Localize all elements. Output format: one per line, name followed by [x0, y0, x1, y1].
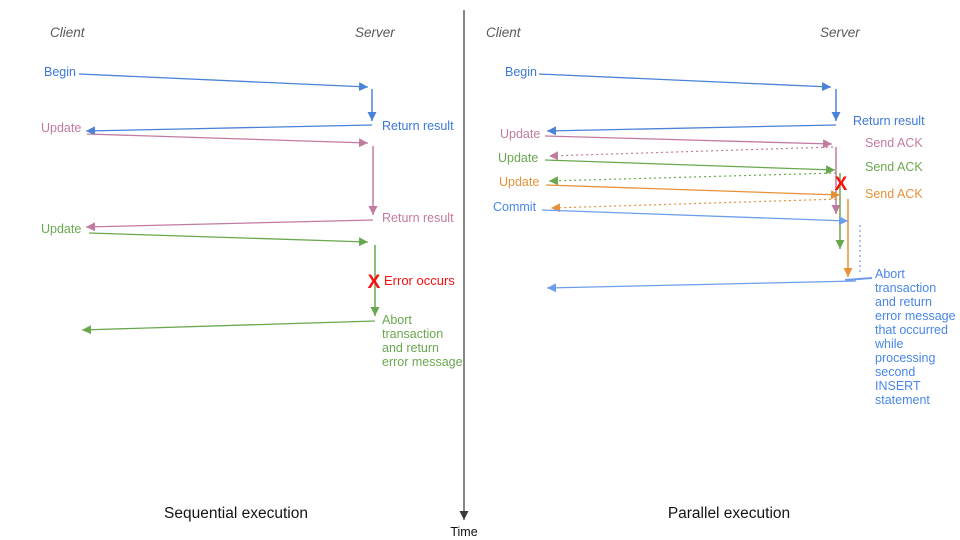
- right-abort-line-4: error message: [875, 309, 956, 323]
- right-begin-label: Begin: [505, 65, 537, 79]
- right-update-1-request-arrow: [544, 135, 833, 149]
- time-axis: Time: [450, 10, 478, 539]
- right-ack-3-dotted-arrow: [550, 198, 842, 213]
- left-abort-line-2: transaction: [382, 327, 443, 341]
- left-update-1-label: Update: [41, 121, 81, 135]
- right-send-ack-3-label: Send ACK: [865, 187, 923, 201]
- right-begin-request-arrow: [538, 73, 832, 92]
- right-error-x-icon: X: [835, 174, 848, 195]
- right-abort-return-arrow: [546, 280, 857, 293]
- left-return-result-2-label: Return result: [382, 211, 454, 225]
- right-abort-line-1: Abort: [875, 267, 905, 281]
- left-update-2-request-arrow: [88, 232, 369, 247]
- left-abort-line-4: error message: [382, 355, 463, 369]
- right-return-result-arrow: [546, 124, 837, 136]
- right-abort-line-9: INSERT: [875, 379, 921, 393]
- right-abort-line-5: that occurred: [875, 323, 948, 337]
- right-update-2-request-arrow: [544, 159, 836, 175]
- sequential-caption: Sequential execution: [164, 505, 308, 522]
- left-error-occurs-label: Error occurs: [384, 273, 455, 288]
- right-transaction-end-tick: [844, 277, 873, 281]
- parallel-diagram: Client Server Begin Return result Update…: [486, 25, 956, 522]
- right-abort-line-10: statement: [875, 393, 930, 407]
- right-abort-line-6: while: [874, 337, 904, 351]
- right-update-3-label: Update: [499, 175, 539, 189]
- right-ack-1-dotted-arrow: [548, 146, 834, 161]
- parallel-caption: Parallel execution: [668, 505, 790, 522]
- right-server-header: Server: [820, 25, 860, 40]
- sequential-diagram: Client Server Begin Return result Update…: [41, 25, 463, 522]
- right-update-1-label: Update: [500, 127, 540, 141]
- left-return-result-2-arrow: [85, 219, 374, 232]
- right-commit-label: Commit: [493, 200, 537, 214]
- left-error-x-icon: X: [368, 272, 381, 293]
- time-axis-label: Time: [450, 525, 477, 539]
- left-abort-line-3: and return: [382, 341, 439, 355]
- left-abort-line-1: Abort: [382, 313, 412, 327]
- left-server-header: Server: [355, 25, 395, 40]
- right-abort-line-7: processing: [875, 351, 935, 365]
- right-client-header: Client: [486, 25, 522, 40]
- right-abort-line-8: second: [875, 365, 915, 379]
- right-return-result-label: Return result: [853, 114, 925, 128]
- left-begin-label: Begin: [44, 65, 76, 79]
- left-client-header: Client: [50, 25, 86, 40]
- right-abort-line-3: and return: [875, 295, 932, 309]
- right-abort-line-2: transaction: [875, 281, 936, 295]
- left-return-result-1-arrow: [85, 124, 373, 136]
- right-send-ack-1-label: Send ACK: [865, 136, 923, 150]
- right-update-2-label: Update: [498, 151, 538, 165]
- right-ack-2-dotted-arrow: [548, 172, 837, 186]
- left-return-result-1-label: Return result: [382, 119, 454, 133]
- right-update-3-request-arrow: [545, 184, 841, 200]
- left-update-1-request-arrow: [86, 133, 369, 148]
- left-abort-return-arrow: [81, 320, 376, 335]
- right-commit-request-arrow: [541, 209, 849, 226]
- left-begin-request-arrow: [78, 73, 369, 92]
- right-send-ack-2-label: Send ACK: [865, 160, 923, 174]
- left-update-2-label: Update: [41, 222, 81, 236]
